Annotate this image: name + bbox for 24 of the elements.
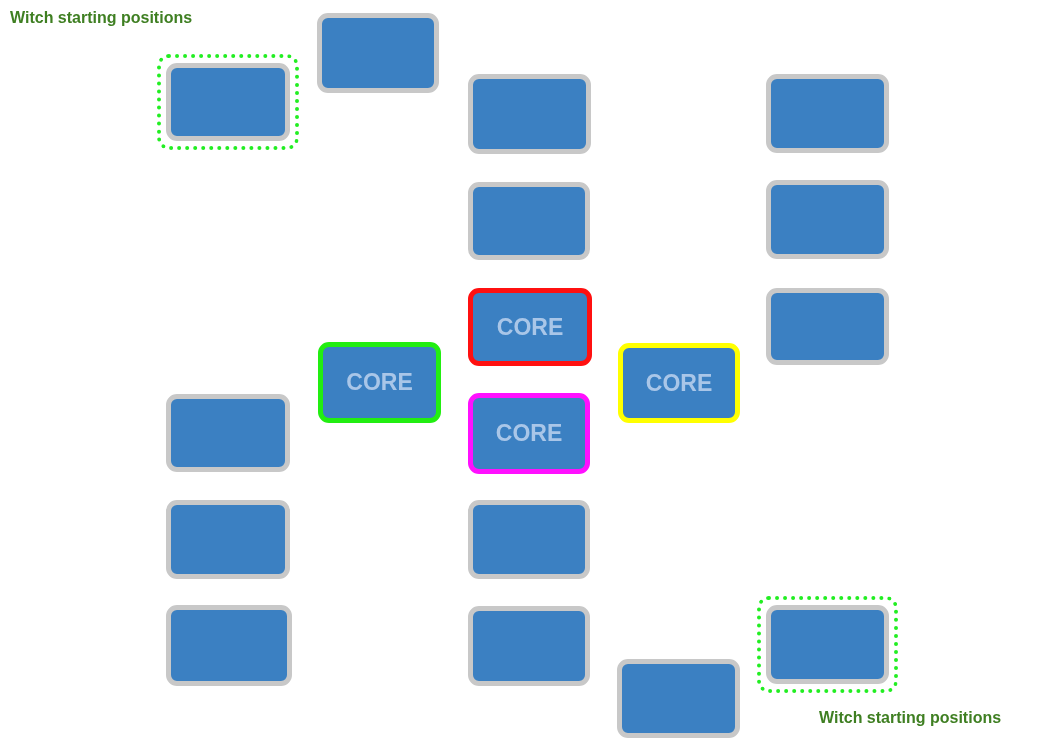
tile-box	[468, 606, 590, 686]
tile-box	[166, 500, 290, 579]
caption-text: Witch starting positions	[819, 709, 1002, 727]
tile-box	[617, 659, 740, 738]
tile-box	[166, 605, 292, 686]
caption-text: Witch starting positions	[10, 9, 193, 27]
core-label: CORE	[645, 369, 713, 397]
tile-box	[766, 288, 889, 365]
core-box	[468, 288, 592, 366]
tile-box	[468, 500, 590, 579]
core-label: CORE	[495, 420, 563, 447]
tile-box	[766, 74, 889, 153]
core-box	[618, 343, 740, 423]
core-label: CORE	[346, 369, 413, 396]
tile-box	[766, 180, 889, 259]
tile-box	[468, 74, 591, 154]
tile-box	[468, 182, 590, 260]
core-box	[468, 393, 590, 474]
tile-box	[166, 63, 290, 141]
core-label: CORE	[496, 313, 564, 341]
tile-box	[766, 605, 889, 684]
core-box	[318, 342, 441, 423]
tile-box	[166, 394, 290, 472]
tile-box	[317, 13, 439, 93]
